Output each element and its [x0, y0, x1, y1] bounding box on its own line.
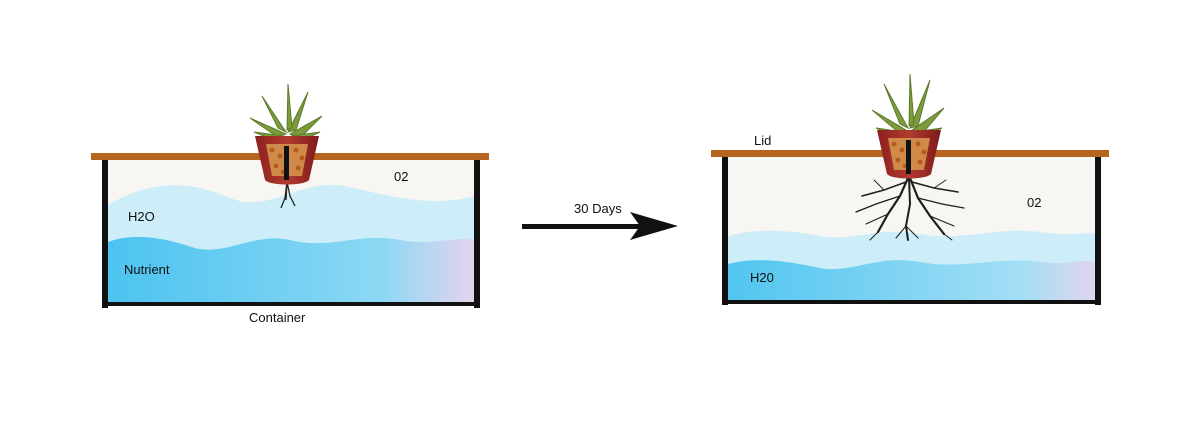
leaves-after: [871, 73, 945, 139]
transition-label: 30 Days: [574, 201, 622, 216]
plant-after: [855, 73, 965, 241]
container-floor-after: [722, 300, 1101, 304]
roots-before: [280, 181, 296, 209]
nutrient-label-before: Nutrient: [124, 262, 170, 277]
container-wall-left-before: [102, 160, 108, 308]
container-wall-right-after: [1095, 157, 1101, 305]
container-wall-right-before: [474, 160, 480, 308]
time-arrow: [522, 212, 678, 240]
water-deep-after: [728, 260, 1098, 302]
o2-label-after: 02: [1027, 195, 1041, 210]
arrow-head: [630, 212, 678, 240]
o2-label-before: 02: [394, 169, 408, 184]
clay-pebbles-before: [269, 147, 305, 175]
pot-slot-before: [284, 146, 289, 180]
leaves-before: [249, 83, 323, 143]
lid-label: Lid: [754, 133, 771, 148]
plant-before: [249, 83, 323, 209]
container-label: Container: [249, 310, 306, 325]
water-label-after: H20: [750, 270, 774, 285]
pot-slot-after: [906, 140, 911, 174]
container-after: [711, 150, 1109, 305]
clay-pebbles-after: [891, 141, 927, 169]
roots-after: [855, 176, 965, 241]
water-label-before: H2O: [128, 209, 155, 224]
container-floor-before: [102, 302, 480, 306]
nutrient-region-before: [108, 236, 475, 305]
container-wall-left-after: [722, 157, 728, 305]
arrow-shaft: [522, 224, 642, 229]
